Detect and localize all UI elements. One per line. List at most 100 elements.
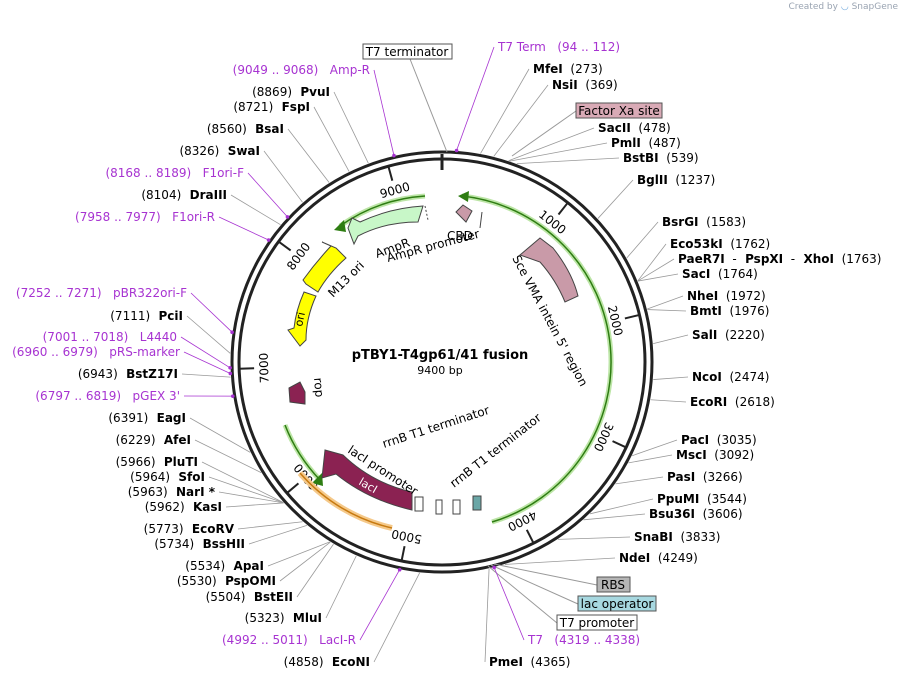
enzyme-name: SalI — [692, 328, 717, 342]
enzyme-name: PspOMI — [217, 574, 276, 588]
primer-name: F1ori-R — [161, 210, 215, 224]
orf-arc-left-core — [284, 424, 321, 481]
enzyme-name: BstZ17I — [118, 367, 178, 381]
enzyme-coord: (8721) — [233, 100, 273, 114]
enzyme-name: EcoRI — [690, 395, 727, 409]
primer-site: T7 Term (94 .. 112) — [497, 40, 620, 54]
boxed-t7-promoter-label: T7 promoter — [559, 616, 635, 630]
primer-name: pBR322ori-F — [102, 286, 187, 300]
enzyme-site: BstBI (539) — [623, 151, 699, 165]
enzyme-site: (5966) PluTI — [116, 455, 198, 469]
primer-mark — [454, 148, 459, 153]
leader-line — [247, 172, 288, 218]
enzyme-coord: (5964) — [130, 470, 170, 484]
credit-prefix: Created by — [788, 2, 838, 12]
leader-line — [653, 334, 689, 344]
primer-site: (7252 .. 7271) pBR322ori-F — [16, 286, 187, 300]
enzyme-name: NcoI — [692, 370, 722, 384]
label-rrnb-a: rrnB T1 terminator — [381, 403, 492, 451]
leader-line — [237, 521, 303, 530]
enzyme-coord: (3833) — [673, 530, 721, 544]
leader-line — [313, 106, 350, 172]
site-labels: MfeI (273)NsiI (369)SacII (478)PmlI (487… — [12, 40, 881, 669]
enzyme-coord: (273) — [563, 62, 603, 76]
ampr-feature — [347, 205, 424, 246]
enzyme-coord: (4858) — [284, 655, 324, 669]
enzyme-name: PacI — [681, 433, 709, 447]
leader-line — [373, 572, 421, 663]
tick-mark — [387, 165, 394, 181]
enzyme-name: PaeR7I — [678, 252, 725, 266]
enzyme-coord: (369) — [578, 78, 618, 92]
enzyme-coord: (5504) — [206, 590, 246, 604]
enzyme-site: BglII (1237) — [637, 173, 715, 187]
enzyme-site: NcoI (2474) — [692, 370, 769, 384]
enzyme-site: SacI (1764) — [682, 267, 758, 281]
tick-mark — [277, 240, 292, 252]
enzyme-name: PasI — [667, 470, 695, 484]
primer-name: T7 — [527, 633, 543, 647]
primer-site: (6960 .. 6979) pRS-marker — [12, 345, 180, 359]
enzyme-site: PmlI (487) — [611, 136, 681, 150]
enzyme-site: MfeI (273) — [533, 62, 603, 76]
enzyme-site: (7111) PciI — [110, 309, 183, 323]
enzyme-coord: (7111) — [110, 309, 150, 323]
primer-mark — [285, 215, 290, 219]
primer-range: (4992 .. 5011) — [222, 633, 308, 647]
primer-name: T7 Term — [497, 40, 546, 54]
leader-line — [647, 295, 684, 310]
primer-mark — [492, 565, 496, 570]
enzyme-coord: (5530) — [177, 574, 217, 588]
enzyme-site: (5962) KasI — [145, 500, 222, 514]
leader-line — [248, 524, 307, 545]
leader-line — [650, 399, 687, 403]
backbone-outer — [230, 150, 654, 574]
enzyme-name: AfeI — [156, 433, 191, 447]
laci-orf-arc-core — [299, 472, 393, 529]
primer-mark — [228, 366, 232, 370]
primer-range: (9049 .. 9068) — [233, 63, 319, 77]
leader-line — [267, 541, 330, 567]
enzyme-name: BmtI — [690, 304, 722, 318]
primer-name: pGEX 3' — [121, 389, 180, 403]
enzyme-coord: (1976) — [722, 304, 770, 318]
label-cbd: CBD — [447, 229, 473, 243]
primer-mark — [397, 567, 402, 572]
enzyme-coord: (1237) — [668, 173, 716, 187]
leader-line — [186, 315, 231, 354]
enzyme-coord: (5534) — [185, 559, 225, 573]
leader-line — [373, 69, 395, 156]
enzyme-coord: (1764) — [710, 267, 758, 281]
enzyme-name: SfoI — [170, 470, 205, 484]
label-leader-lines — [180, 46, 689, 663]
primer-site: (4992 .. 5011) LacI-R — [222, 633, 356, 647]
enzyme-name: SacI — [682, 267, 710, 281]
enzyme-coord: (8326) — [179, 144, 219, 158]
enzyme-site: (5734) BssHII — [154, 537, 245, 551]
leader-line — [504, 557, 616, 565]
orf-arrow-head-left — [334, 220, 346, 232]
m13-ori-feature — [302, 241, 347, 293]
enzyme-site: Bsu36I (3606) — [649, 507, 743, 521]
orf-arrow-head-top — [458, 191, 469, 202]
enzyme-coord: (6391) — [108, 411, 148, 425]
primer-name: LacI-R — [308, 633, 356, 647]
enzyme-coord: (6943) — [78, 367, 118, 381]
leader-line — [589, 498, 654, 515]
enzyme-site: BsrGI (1583) — [662, 215, 746, 229]
enzyme-name: BstBI — [623, 151, 659, 165]
primer-range: (7001 .. 7018) — [43, 330, 129, 344]
leader-line — [218, 491, 284, 504]
enzyme-name: PpuMI — [657, 492, 699, 506]
enzyme-name: FspI — [273, 100, 310, 114]
enzyme-coord: (3266) — [695, 470, 743, 484]
tick-mark — [612, 440, 627, 449]
leader-line — [180, 336, 231, 369]
leader-line — [509, 142, 608, 162]
enzyme-site: PacI (3035) — [681, 433, 757, 447]
primer-range: (7252 .. 7271) — [16, 286, 102, 300]
leader-line — [632, 439, 678, 457]
leader-line — [208, 476, 284, 504]
boxed-rbs: RBS — [493, 563, 631, 593]
